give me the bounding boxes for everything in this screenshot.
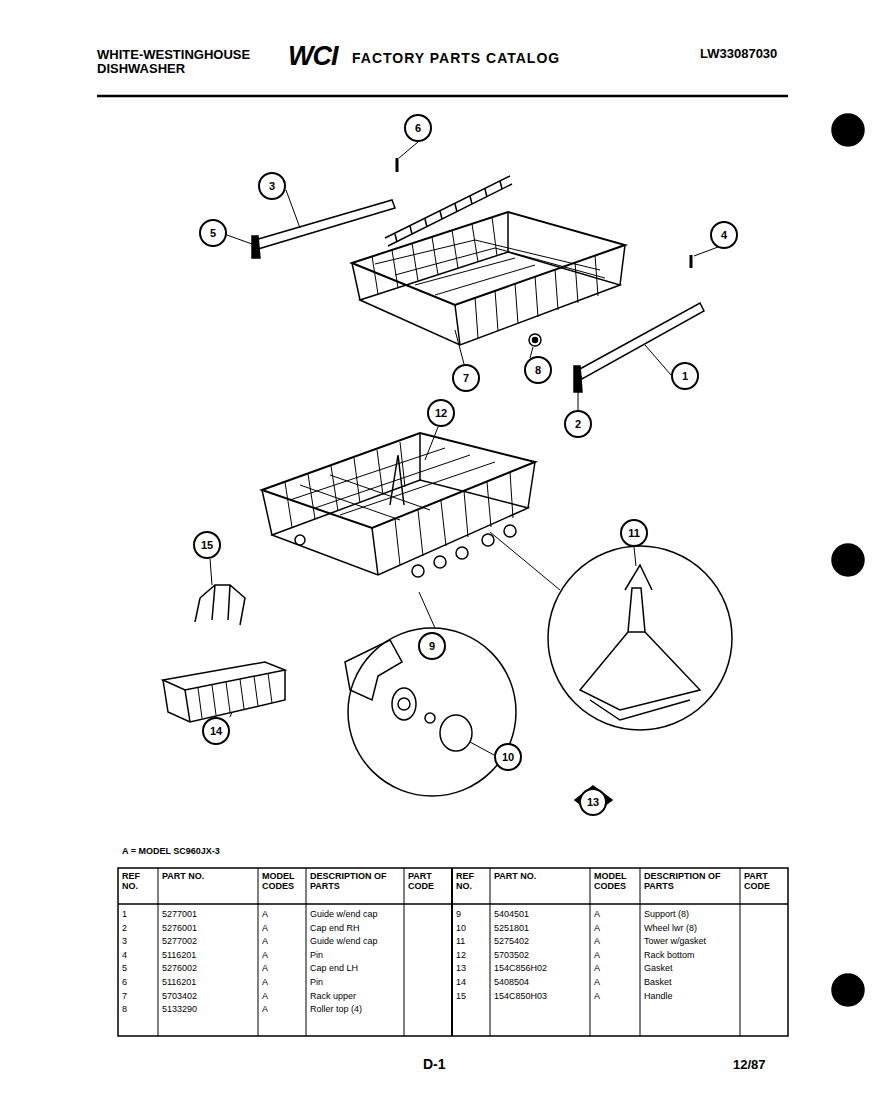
table-cell: Guide w/end cap bbox=[310, 910, 378, 920]
table-cell: 14 bbox=[456, 978, 466, 988]
table-cell: 11 bbox=[456, 937, 465, 947]
table-cell: 5 bbox=[122, 964, 127, 974]
table-cell: 4 bbox=[122, 951, 127, 961]
table-cell: 5251801 bbox=[494, 924, 529, 934]
table-cell: 5277001 bbox=[162, 910, 197, 920]
table-cell: 3 bbox=[122, 937, 127, 947]
table-cell: 7 bbox=[122, 992, 127, 1002]
callout-number: 1 bbox=[671, 362, 699, 390]
table-cell: 5276002 bbox=[162, 964, 197, 974]
table-cell: 2 bbox=[122, 924, 127, 934]
table-cell: 9 bbox=[456, 910, 461, 920]
table-cell: Rack upper bbox=[310, 992, 356, 1002]
table-cell: A bbox=[594, 978, 600, 988]
table-cell: Pin bbox=[310, 951, 323, 961]
callout-number: 4 bbox=[710, 221, 738, 249]
table-header: DESCRIPTION OF PARTS bbox=[310, 872, 404, 892]
callout-number: 15 bbox=[193, 531, 221, 559]
table-cell: Gasket bbox=[644, 964, 673, 974]
table-cell: A bbox=[594, 951, 600, 961]
callout-number: 9 bbox=[418, 632, 446, 660]
table-cell: 13 bbox=[456, 964, 466, 974]
table-header: REF NO. bbox=[456, 872, 490, 892]
table-cell: 1 bbox=[122, 910, 127, 920]
table-cell: 154C856H02 bbox=[494, 964, 547, 974]
table-header: REF NO. bbox=[122, 872, 156, 892]
table-cell: 12 bbox=[456, 951, 466, 961]
table-cell: Basket bbox=[644, 978, 672, 988]
table-cell: Tower w/gasket bbox=[644, 937, 706, 947]
catalog-number: LW33087030 bbox=[700, 47, 777, 61]
revision-date: 12/87 bbox=[733, 1058, 766, 1072]
brand-logo: WCI bbox=[288, 42, 337, 72]
table-header: MODEL CODES bbox=[594, 872, 636, 892]
table-cell: 5116201 bbox=[162, 951, 196, 961]
table-cell: 5703502 bbox=[494, 951, 529, 961]
table-cell: Guide w/end cap bbox=[310, 937, 378, 947]
table-header: PART NO. bbox=[494, 872, 588, 882]
callout-number: 8 bbox=[524, 356, 552, 384]
table-header: PART CODE bbox=[408, 872, 448, 892]
catalog-title: FACTORY PARTS CATALOG bbox=[352, 51, 560, 66]
table-cell: Rack bottom bbox=[644, 951, 695, 961]
callout-number: 13 bbox=[579, 788, 607, 816]
callout-number: 14 bbox=[202, 717, 230, 745]
callout-number: 3 bbox=[258, 172, 286, 200]
table-cell: Cap end RH bbox=[310, 924, 360, 934]
table-cell: A bbox=[262, 924, 268, 934]
table-cell: 5277002 bbox=[162, 937, 197, 947]
callout-number: 6 bbox=[404, 114, 432, 142]
table-header: PART CODE bbox=[744, 872, 784, 892]
table-cell: Wheel lwr (8) bbox=[644, 924, 697, 934]
table-cell: A bbox=[594, 937, 600, 947]
table-cell: 5116201 bbox=[162, 978, 196, 988]
table-cell: A bbox=[262, 951, 268, 961]
table-header: PART NO. bbox=[162, 872, 256, 882]
table-cell: 5404501 bbox=[494, 910, 529, 920]
table-cell: 5133290 bbox=[162, 1005, 197, 1015]
table-cell: 8 bbox=[122, 1005, 127, 1015]
page-number: D-1 bbox=[423, 1057, 446, 1072]
callout-number: 5 bbox=[199, 219, 227, 247]
model-key: A = MODEL SC960JX-3 bbox=[122, 847, 220, 857]
callout-number: 10 bbox=[494, 743, 522, 771]
table-cell: 10 bbox=[456, 924, 466, 934]
table-cell: 5276001 bbox=[162, 924, 197, 934]
table-cell: A bbox=[262, 978, 268, 988]
table-cell: Cap end LH bbox=[310, 964, 358, 974]
callout-number: 12 bbox=[427, 399, 455, 427]
table-cell: 5408504 bbox=[494, 978, 529, 988]
table-cell: Pin bbox=[310, 978, 323, 988]
table-cell: 15 bbox=[456, 992, 466, 1002]
table-cell: A bbox=[594, 924, 600, 934]
table-cell: A bbox=[594, 910, 600, 920]
brand-heading: WHITE-WESTINGHOUSE DISHWASHER bbox=[97, 48, 272, 77]
table-cell: A bbox=[262, 992, 268, 1002]
table-cell: Support (8) bbox=[644, 910, 689, 920]
callout-number: 7 bbox=[452, 364, 480, 392]
table-cell: Roller top (4) bbox=[310, 1005, 362, 1015]
table-cell: A bbox=[594, 992, 600, 1002]
table-cell: A bbox=[594, 964, 600, 974]
table-cell: 5275402 bbox=[494, 937, 529, 947]
table-cell: 5703402 bbox=[162, 992, 197, 1002]
table-cell: 154C850H03 bbox=[494, 992, 547, 1002]
callout-number: 2 bbox=[564, 410, 592, 438]
table-header: MODEL CODES bbox=[262, 872, 304, 892]
table-cell: A bbox=[262, 937, 268, 947]
table-cell: A bbox=[262, 1005, 268, 1015]
table-cell: 6 bbox=[122, 978, 127, 988]
table-cell: A bbox=[262, 964, 268, 974]
table-header: DESCRIPTION OF PARTS bbox=[644, 872, 738, 892]
table-cell: A bbox=[262, 910, 268, 920]
table-cell: Handle bbox=[644, 992, 673, 1002]
callout-number: 11 bbox=[620, 519, 648, 547]
